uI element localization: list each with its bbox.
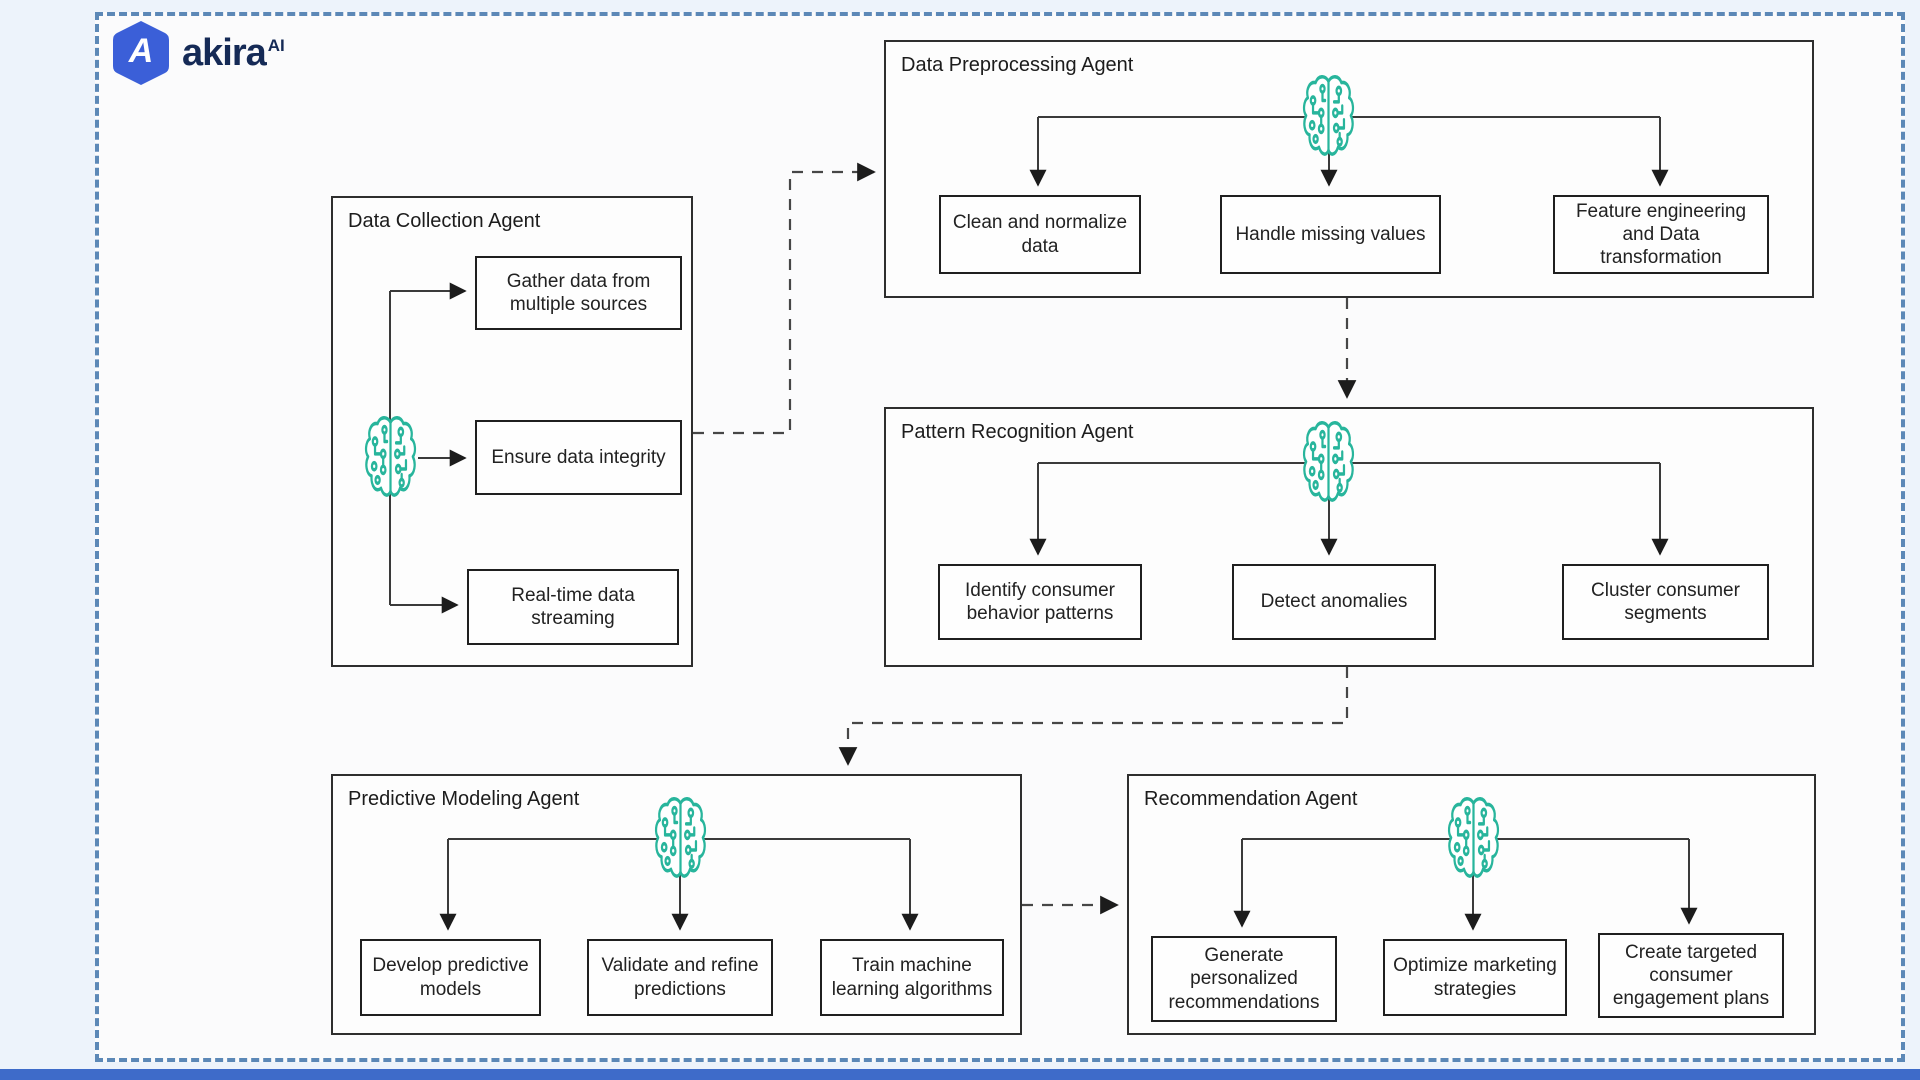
- preprocessing-brain-icon: [1302, 74, 1355, 156]
- task-clean-normalize: Clean and normalize data: [939, 195, 1141, 274]
- logo-superscript: AI: [267, 35, 285, 55]
- panel-title: Data Collection Agent: [348, 210, 541, 232]
- task-data-integrity: Ensure data integrity: [475, 420, 682, 495]
- task-engagement-plans: Create targeted consumer engagement plan…: [1598, 933, 1784, 1018]
- logo-hexagon-icon: A: [110, 20, 172, 86]
- task-train-ml: Train machine learning algorithms: [820, 939, 1004, 1016]
- logo-monogram: A: [128, 31, 154, 70]
- panel-title: Predictive Modeling Agent: [348, 788, 580, 810]
- task-missing-values: Handle missing values: [1220, 195, 1441, 274]
- task-feature-engineering: Feature engineering and Data transformat…: [1553, 195, 1769, 274]
- task-realtime-streaming: Real-time data streaming: [467, 569, 679, 645]
- recommendation-brain-icon: [1447, 796, 1500, 878]
- panel-title: Data Preprocessing Agent: [901, 54, 1134, 76]
- bottom-accent-band: [0, 1069, 1920, 1080]
- task-behavior-patterns: Identify consumer behavior patterns: [938, 564, 1142, 640]
- task-personalized-recommendations: Generate personalized recommendations: [1151, 936, 1337, 1022]
- task-optimize-marketing: Optimize marketing strategies: [1383, 939, 1567, 1016]
- task-gather-data: Gather data from multiple sources: [475, 256, 682, 330]
- task-validate-refine: Validate and refine predictions: [587, 939, 773, 1016]
- predictive-brain-icon: [654, 796, 707, 878]
- panel-recommendation-agent: Recommendation Agent Generate personaliz…: [1127, 774, 1816, 1035]
- pattern-brain-icon: [1302, 420, 1355, 502]
- task-develop-models: Develop predictive models: [360, 939, 541, 1016]
- panel-data-collection-agent: Data Collection Agent Gather data from m…: [331, 196, 693, 667]
- panel-title: Recommendation Agent: [1144, 788, 1358, 810]
- panel-title: Pattern Recognition Agent: [901, 421, 1134, 443]
- collection-brain-icon: [364, 415, 417, 497]
- task-detect-anomalies: Detect anomalies: [1232, 564, 1436, 640]
- panel-data-preprocessing-agent: Data Preprocessing Agent Clean and norma…: [884, 40, 1814, 298]
- task-cluster-segments: Cluster consumer segments: [1562, 564, 1769, 640]
